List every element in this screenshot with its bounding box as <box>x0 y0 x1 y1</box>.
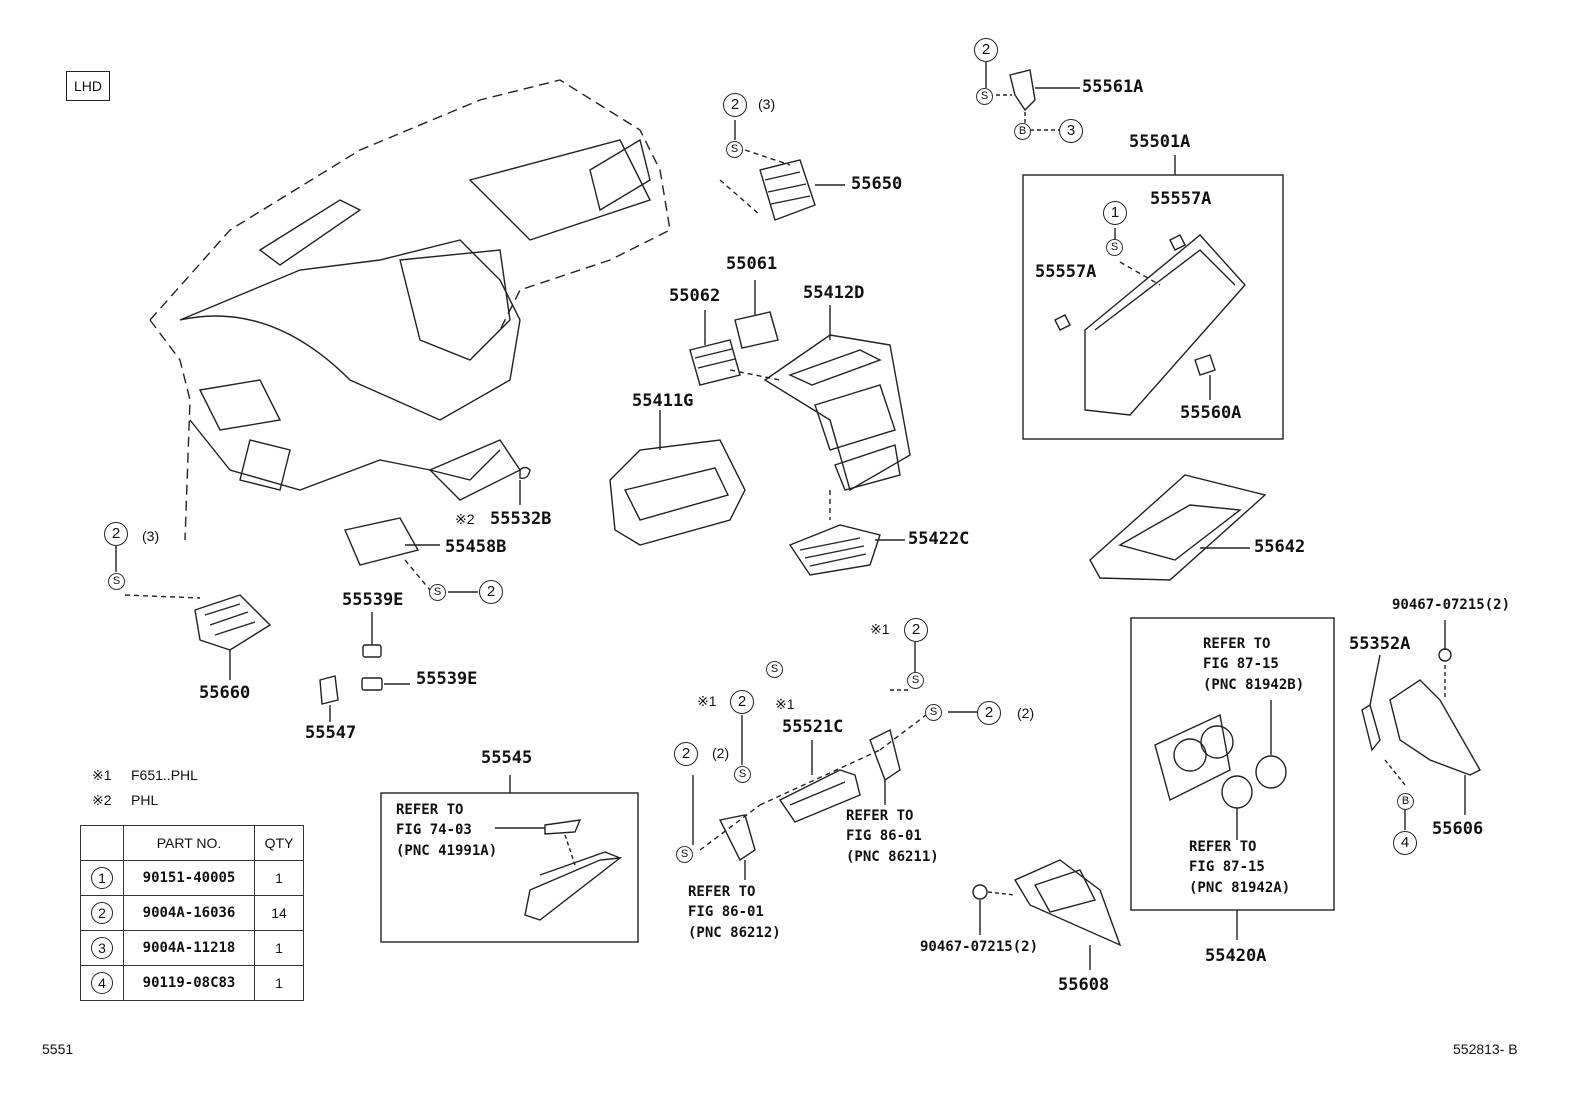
row-part-no: 9004A-16036 <box>123 895 255 931</box>
part-label-55422C[interactable]: 55422C <box>908 529 970 549</box>
callout-3[interactable]: 3 <box>1059 119 1083 143</box>
callout-2[interactable]: 2 <box>479 580 503 604</box>
part-label-55521C[interactable]: 55521C <box>782 717 844 737</box>
part-label-55062[interactable]: 55062 <box>669 286 721 306</box>
dashboard-outline <box>149 79 671 331</box>
part-label-55642[interactable]: 55642 <box>1254 537 1306 557</box>
part-label-55411G[interactable]: 55411G <box>632 391 694 411</box>
part-label-55561A[interactable]: 55561A <box>1082 77 1144 97</box>
refer-note-81942B[interactable]: REFER TO FIG 87-15 (PNC 81942B) <box>1203 636 1305 693</box>
header-qty: QTY <box>254 825 304 861</box>
part-label-55532B[interactable]: 55532B <box>490 509 552 529</box>
callout-2[interactable]: 2 <box>977 701 1001 725</box>
callout-1[interactable]: 1 <box>1103 201 1127 225</box>
screw-marker: S <box>925 704 942 721</box>
refer-note-41991A[interactable]: REFER TO FIG 74-03 (PNC 41991A) <box>396 802 498 859</box>
region-tag: LHD <box>66 71 111 101</box>
screw-marker: S <box>1106 239 1123 256</box>
figure-number: 5551 <box>42 1041 74 1057</box>
part-label-55560A[interactable]: 55560A <box>1180 403 1242 423</box>
callout-4[interactable]: 4 <box>1393 831 1417 855</box>
parts-table: PART NO. QTY 1 90151-40005 1 2 9004A-160… <box>80 825 304 1001</box>
note-mark-1-a: ※1 <box>870 621 890 637</box>
legend-mark-2: ※2 <box>92 792 112 808</box>
refer-note-86211[interactable]: REFER TO FIG 86-01 (PNC 86211) <box>846 808 939 865</box>
callout-2[interactable]: 2 <box>723 93 747 117</box>
part-label-55608[interactable]: 55608 <box>1058 975 1110 995</box>
header-part-no: PART NO. <box>123 825 255 861</box>
row-qty: 1 <box>254 965 304 1001</box>
illustration-code: 552813- B <box>1453 1041 1518 1057</box>
part-label-55501A[interactable]: 55501A <box>1129 132 1191 152</box>
part-label-55352A[interactable]: 55352A <box>1349 634 1411 654</box>
part-label-55458B[interactable]: 55458B <box>445 537 507 557</box>
row-index: 2 <box>91 902 113 924</box>
row-qty: 1 <box>254 930 304 966</box>
clip-marker: B <box>1397 793 1414 810</box>
legend-text-2: PHL <box>131 792 159 808</box>
part-label-55557A-left[interactable]: 55557A <box>1035 262 1097 282</box>
row-qty: 14 <box>254 895 304 931</box>
row-part-no: 90119-08C83 <box>123 965 255 1001</box>
note-mark-1-b: ※1 <box>697 693 717 709</box>
row-qty: 1 <box>254 860 304 896</box>
table-row[interactable]: 4 90119-08C83 1 <box>80 965 304 1001</box>
part-label-55606[interactable]: 55606 <box>1432 819 1484 839</box>
callout-2[interactable]: 2 <box>674 742 698 766</box>
screw-marker: S <box>676 846 693 863</box>
qty-suffix-55660: (3) <box>142 528 160 544</box>
table-row[interactable]: 2 9004A-16036 14 <box>80 895 304 931</box>
callout-2[interactable]: 2 <box>974 38 998 62</box>
part-label-55547[interactable]: 55547 <box>305 723 357 743</box>
legend-text-1: F651..PHL <box>131 767 198 783</box>
callout-2[interactable]: 2 <box>904 618 928 642</box>
row-index: 4 <box>91 972 113 994</box>
screw-marker: S <box>108 573 125 590</box>
part-label-55412D[interactable]: 55412D <box>803 283 865 303</box>
table-row[interactable]: 3 9004A-11218 1 <box>80 930 304 966</box>
refer-note-81942A[interactable]: REFER TO FIG 87-15 (PNC 81942A) <box>1189 839 1291 896</box>
table-row[interactable]: 1 90151-40005 1 <box>80 860 304 896</box>
screw-marker: S <box>976 88 993 105</box>
screw-marker: S <box>907 672 924 689</box>
part-label-55539E-a[interactable]: 55539E <box>342 590 404 610</box>
part-label-55420A[interactable]: 55420A <box>1205 946 1267 966</box>
row-index: 1 <box>91 867 113 889</box>
clip-marker: B <box>1014 123 1031 140</box>
header-index <box>80 825 124 861</box>
qty-suffix-bracket-left: (2) <box>712 745 730 761</box>
callout-2[interactable]: 2 <box>104 522 128 546</box>
screw-marker: S <box>726 141 743 158</box>
part-label-55545[interactable]: 55545 <box>481 748 533 768</box>
screw-marker: S <box>766 661 783 678</box>
legend-mark-1: ※1 <box>92 767 112 783</box>
part-label-90467-top[interactable]: 90467-07215(2) <box>1392 597 1511 613</box>
qty-suffix-bracket-right: (2) <box>1017 705 1035 721</box>
note-mark-1-c: ※1 <box>775 696 795 712</box>
callout-2[interactable]: 2 <box>730 690 754 714</box>
row-part-no: 90151-40005 <box>123 860 255 896</box>
part-label-55539E-b[interactable]: 55539E <box>416 669 478 689</box>
row-index: 3 <box>91 937 113 959</box>
note-mark-2: ※2 <box>455 511 475 527</box>
refer-note-86212[interactable]: REFER TO FIG 86-01 (PNC 86212) <box>688 884 781 941</box>
part-label-55660[interactable]: 55660 <box>199 683 251 703</box>
part-label-55061[interactable]: 55061 <box>726 254 778 274</box>
part-label-55557A-right[interactable]: 55557A <box>1150 189 1212 209</box>
row-part-no: 9004A-11218 <box>123 930 255 966</box>
table-header: PART NO. QTY <box>80 825 304 861</box>
qty-suffix-55650: (3) <box>758 96 776 112</box>
screw-marker: S <box>429 584 446 601</box>
screw-marker: S <box>734 766 751 783</box>
part-label-55650[interactable]: 55650 <box>851 174 903 194</box>
part-label-90467-bottom[interactable]: 90467-07215(2) <box>920 939 1039 955</box>
